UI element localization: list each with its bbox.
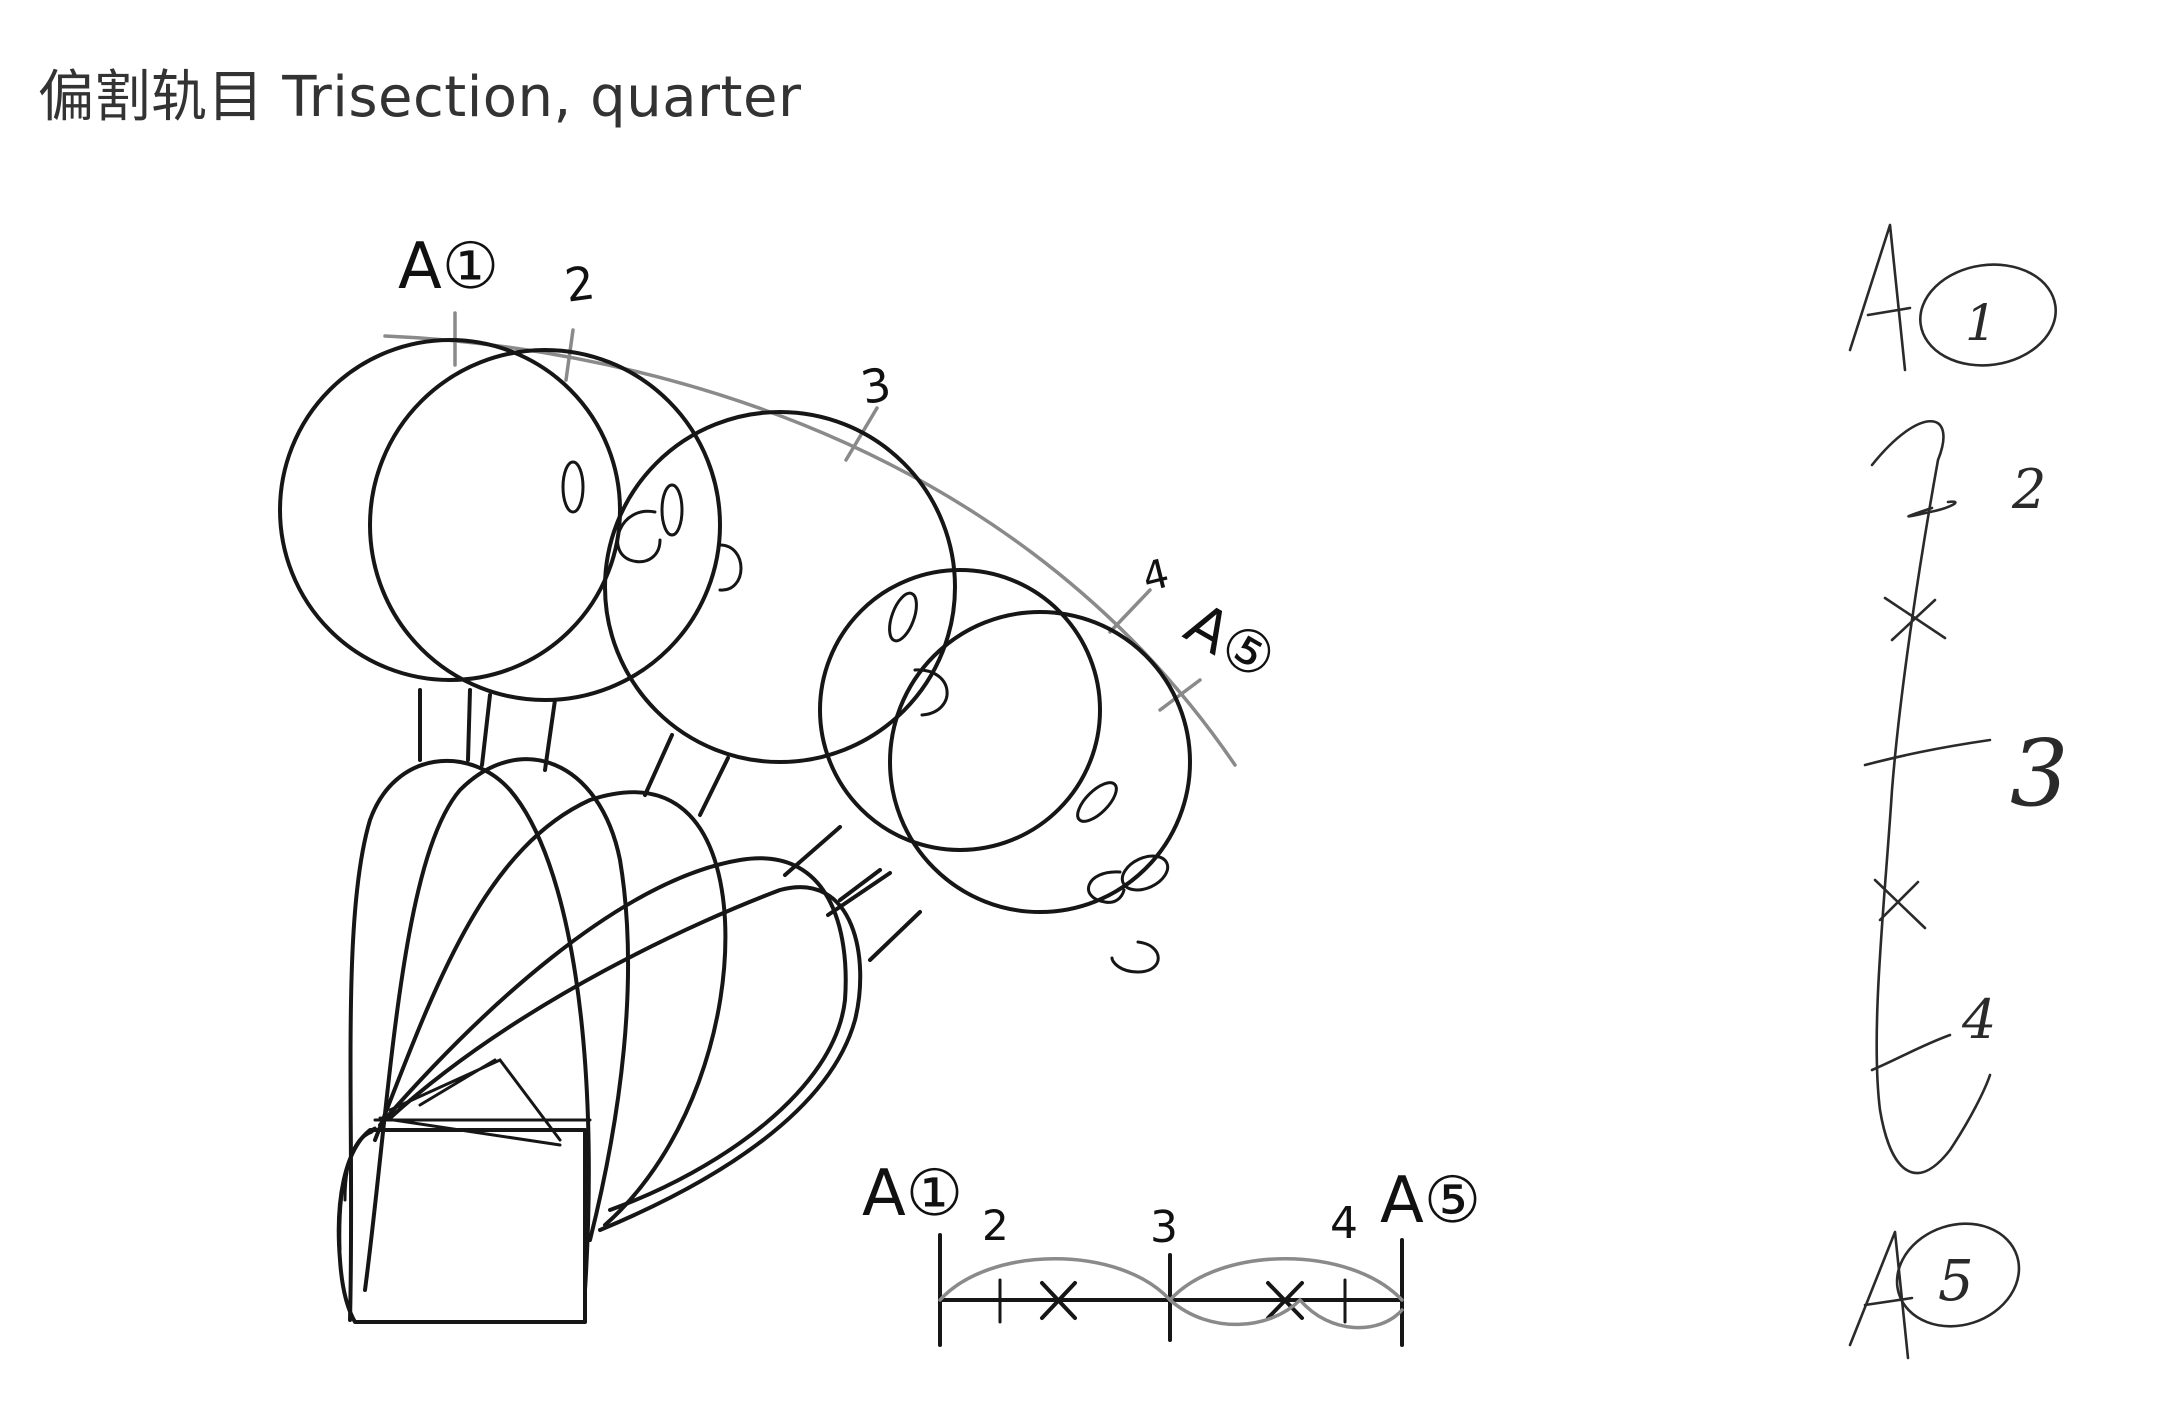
- neck-5: [838, 868, 922, 962]
- neck-1: [418, 688, 472, 762]
- neck-2: [480, 693, 557, 772]
- head-2-eye: [660, 483, 684, 537]
- head-2-nose: [616, 509, 662, 564]
- sketch-a1-circle-digit: 1: [1965, 294, 1997, 352]
- chart-label-a1: A①: [862, 1157, 963, 1231]
- sketch-label-4: 4: [1961, 988, 1996, 1051]
- arc-tick-5: [1158, 678, 1202, 712]
- arc-tick-4: [1108, 588, 1152, 634]
- chart-arc-1: [938, 1257, 1172, 1302]
- arc-label-3: 3: [857, 357, 895, 415]
- body-1: [348, 758, 591, 1322]
- head-2-circle: [603, 410, 957, 764]
- head-3-eye: [888, 591, 918, 643]
- sketch-a5-circle: [1895, 1222, 2021, 1328]
- chart-label-4: 4: [1330, 1198, 1358, 1249]
- body-5: [388, 885, 863, 1232]
- arc-label-2: 2: [562, 255, 599, 313]
- arc-label-a5: A⑤: [1174, 589, 1287, 694]
- chart-label-2: 2: [982, 1201, 1009, 1250]
- sketch-label-3: 3: [2010, 720, 2069, 827]
- arc-label-a1: A①: [398, 230, 499, 304]
- page-title: 偏割轨目 Trisection, quarter: [38, 65, 802, 130]
- head-3-nose: [718, 543, 743, 592]
- sketch-a1-circle: [1919, 263, 2057, 367]
- chart-arc-lower: [1168, 1297, 1404, 1330]
- base-block: [336, 1128, 587, 1324]
- sketch-x-1: [1883, 596, 1947, 642]
- head-1-back-circle: [278, 338, 622, 682]
- head-4-eye: [1076, 781, 1118, 823]
- head-4-nose-a: [1120, 854, 1170, 892]
- sketch-a1-letter: [1848, 223, 1912, 372]
- sketch-label-2: 2: [2011, 458, 2046, 521]
- base-cross-lines: [378, 1058, 562, 1147]
- body-2: [363, 757, 631, 1292]
- head-3-circle: [818, 568, 1102, 852]
- arc-tick-2: [564, 328, 575, 382]
- head-3b-nose: [913, 668, 949, 717]
- arc-path-line: [383, 334, 1237, 767]
- base-block-edges: [338, 1118, 592, 1252]
- sketch-x-2: [1873, 878, 1927, 930]
- hand-sketch: A① 2 3 4 A⑤ 5 1: [1848, 223, 2069, 1360]
- sketch-tick-2: [1907, 500, 1957, 518]
- sketch-a5-circle-digit: 5: [1938, 1249, 1974, 1314]
- body-4: [378, 856, 848, 1212]
- spacing-chart: A① 2 3 4 A⑤: [862, 1157, 1481, 1347]
- head-4-nose-b: [1087, 870, 1126, 904]
- chart-x-mark-1: [1040, 1281, 1077, 1320]
- head-1-circle: [368, 348, 722, 702]
- head-1-eye: [561, 460, 585, 514]
- sketch-spine: [1870, 419, 1992, 1175]
- chart-x-mark-2: [1266, 1281, 1304, 1320]
- chart-label-3: 3: [1150, 1202, 1178, 1253]
- chart-arc-2: [1168, 1257, 1404, 1302]
- neck-3: [643, 733, 730, 817]
- sketch-a5-letter: [1848, 1230, 1914, 1360]
- head-4-circle: [888, 610, 1192, 914]
- sketch-tick-4: [1870, 1033, 1952, 1072]
- body-3: [373, 790, 728, 1227]
- arc-label-4: 4: [1138, 551, 1174, 602]
- chart-label-a5: A⑤: [1380, 1164, 1481, 1238]
- head-4-chin: [1110, 940, 1160, 974]
- sketch-tick-3: [1863, 738, 1992, 767]
